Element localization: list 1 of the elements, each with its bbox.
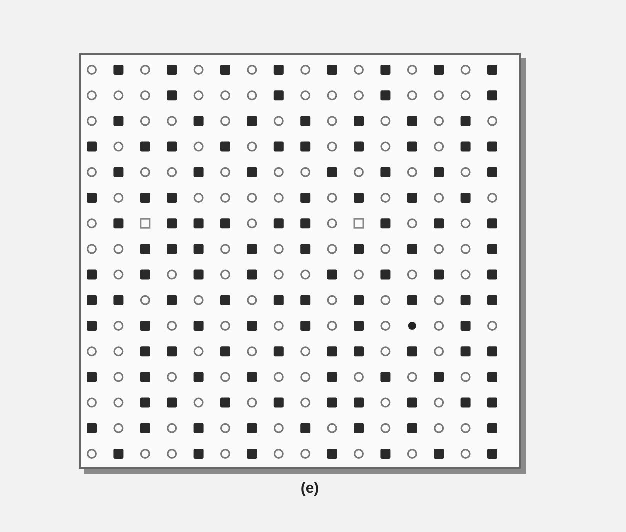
panel-label: (e) — [300, 480, 320, 497]
